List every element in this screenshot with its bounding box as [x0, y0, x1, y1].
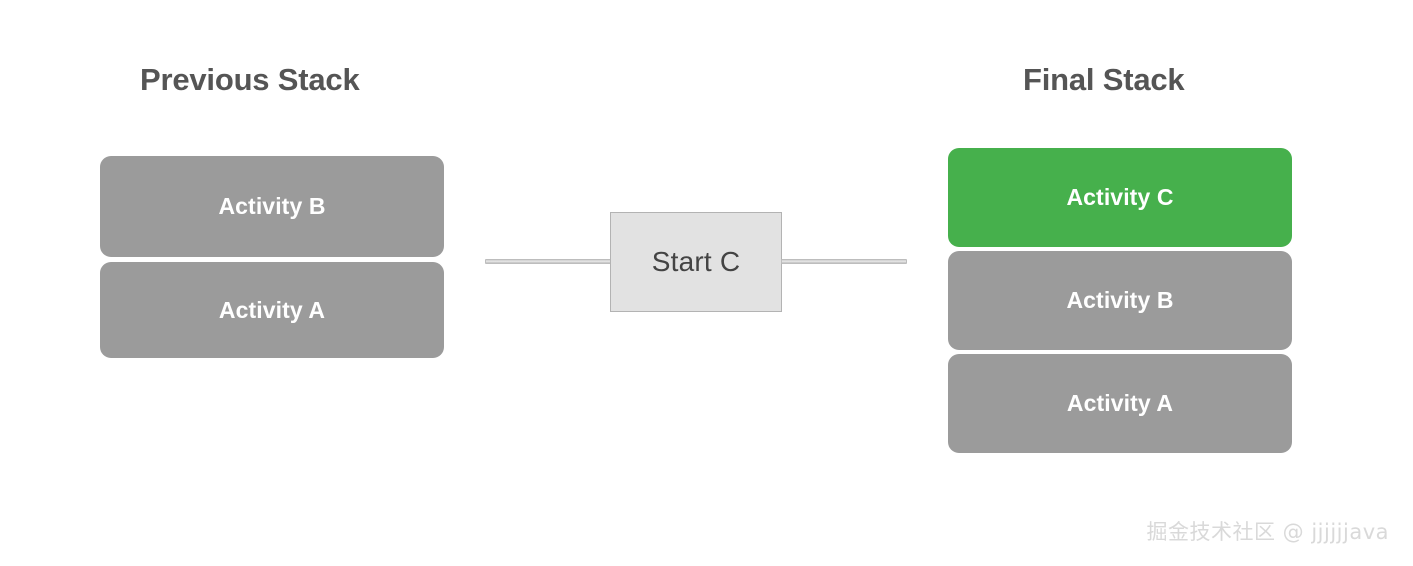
transition-label: Start C [651, 246, 741, 277]
card-label: Activity A [218, 296, 326, 323]
card-label: Activity C [1066, 184, 1174, 210]
final-stack-card-activity-c: Activity C [948, 148, 1292, 247]
previous-stack-title: Previous Stack [140, 62, 360, 97]
previous-stack-card-activity-a: Activity A [100, 262, 444, 358]
previous-stack-card-activity-b: Activity B [100, 156, 444, 257]
card-label: Activity B [218, 193, 326, 219]
card-label: Activity B [1066, 287, 1174, 313]
transition-action-box: Start C [610, 212, 782, 312]
watermark-text: 掘金技术社区 @ jjjjjjava [1146, 520, 1389, 544]
connector-line-right [781, 259, 907, 264]
final-stack-card-activity-b: Activity B [948, 251, 1292, 350]
final-stack-title: Final Stack [1023, 62, 1185, 97]
connector-line-left [485, 259, 611, 264]
card-label: Activity A [1066, 390, 1174, 416]
final-stack-card-activity-a: Activity A [948, 354, 1292, 453]
